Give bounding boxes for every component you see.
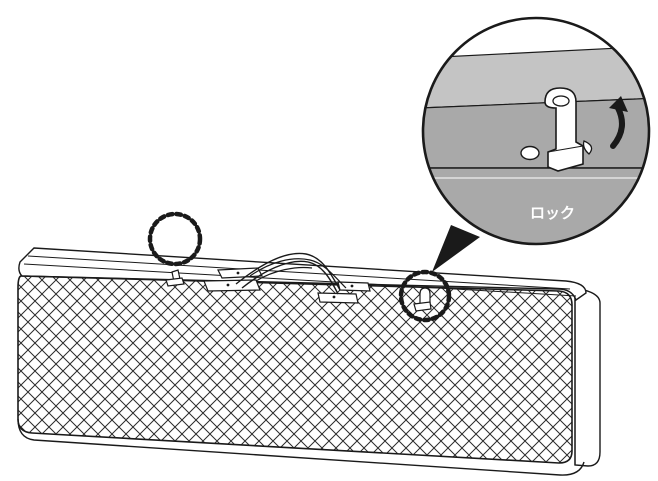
latch-right xyxy=(413,287,432,312)
magnified-callout: ロック xyxy=(421,16,651,246)
mattress-case xyxy=(17,247,601,476)
lock-label: ロック xyxy=(530,204,575,222)
callout-ring xyxy=(421,16,651,246)
latch-left xyxy=(165,269,185,287)
callout-pointer xyxy=(432,225,480,272)
handle-plate-right-top xyxy=(337,281,371,292)
curved-arrow-icon xyxy=(609,96,628,149)
mattress-front-mesh xyxy=(17,275,573,464)
latch-icon xyxy=(544,87,584,172)
highlight-circle-right xyxy=(398,269,452,323)
handle-plate-right-bottom xyxy=(317,292,359,304)
handle-assembly xyxy=(203,252,371,304)
handle-strap xyxy=(235,252,341,291)
highlight-circle-left xyxy=(147,211,203,267)
handle-plate-left-bottom xyxy=(203,279,261,292)
mattress-bottom-rim xyxy=(17,418,585,476)
rivet xyxy=(520,145,540,161)
